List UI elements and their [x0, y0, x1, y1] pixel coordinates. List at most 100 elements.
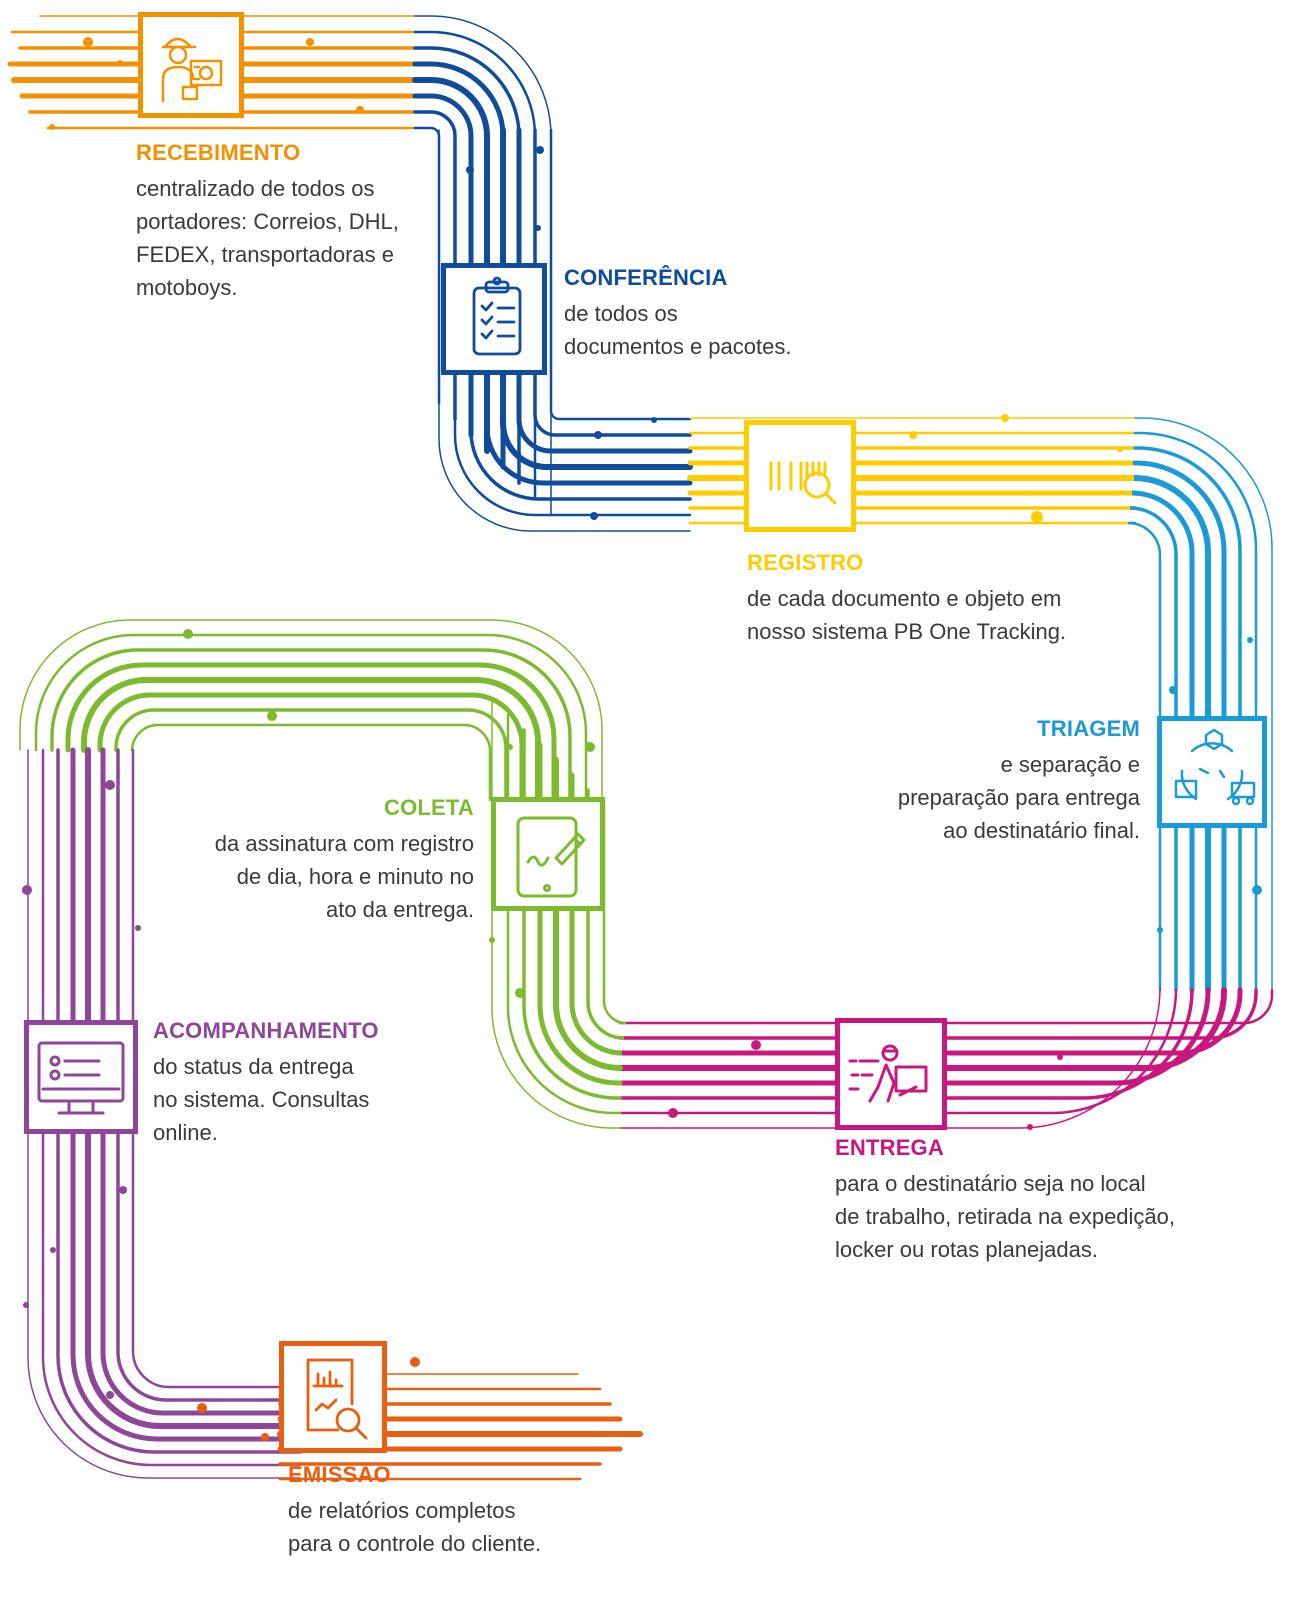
bundle-dot [119, 1186, 127, 1194]
bundle-dot [585, 742, 595, 752]
acompanhamento-line-bundle [85, 747, 303, 1429]
entrega-line-bundle [618, 988, 1178, 1115]
coleta-title: COLETA [383, 795, 474, 820]
sorting-cycle-icon [1174, 728, 1256, 806]
entrega-title: ENTREGA [835, 1135, 944, 1160]
bundle-dot [515, 988, 525, 998]
registro-line: nosso sistema PB One Tracking. [747, 619, 1067, 644]
recebimento-line: FEDEX, transportadoras e [136, 242, 395, 267]
acompanhamento-line-bundle [116, 748, 302, 1402]
coleta-line-bundle [19, 619, 603, 801]
coleta-line-bundle [50, 648, 572, 802]
conferencia-line-bundle [412, 61, 506, 470]
conferencia-line-bundle [438, 129, 691, 532]
coleta-line-bundle [491, 699, 621, 1129]
bundle-dot [1169, 686, 1177, 694]
bundle-dot [1001, 414, 1009, 422]
bundle-dot [751, 1040, 761, 1050]
triagem-line-bundle [1133, 431, 1258, 992]
coleta-line-bundle [553, 757, 623, 1071]
emissao-box [279, 1341, 387, 1453]
acompanhamento-title: ACOMPANHAMENTO [153, 1018, 379, 1043]
triagem-line: ao destinatário final. [943, 818, 1140, 843]
acompanhamento-line: online. [153, 1120, 218, 1145]
bundle-dot [83, 37, 93, 47]
recebimento-line: motoboys. [136, 275, 238, 300]
bundle-dot [50, 1247, 56, 1253]
entrega-line-bundle [619, 987, 1161, 1129]
coleta-line-bundle [81, 677, 541, 803]
bundle-dot [23, 1302, 29, 1308]
acompanhamento-caption: ACOMPANHAMENTO do status da entrega no s… [153, 1018, 433, 1149]
bundle-dot [1027, 1124, 1033, 1130]
coleta-line-bundle [506, 713, 622, 1115]
delivery-person-icon [848, 1044, 928, 1103]
monitor-status-icon [37, 1041, 125, 1115]
conferencia-caption: CONFERÊNCIA de todos os documentos e pac… [564, 265, 844, 363]
triagem-line-bundle [1133, 446, 1242, 992]
coleta-line-bundle [537, 742, 623, 1086]
conferencia-box [441, 263, 547, 375]
acompanhamento-line-bundle [41, 748, 302, 1467]
conferencia-line-bundle [516, 127, 693, 454]
registro-title: REGISTRO [747, 550, 864, 575]
coleta-line: de dia, hora e minuto no [236, 864, 474, 889]
bundle-dot [1157, 927, 1163, 933]
conferencia-line-bundle [484, 127, 693, 486]
report-search-icon [306, 1358, 368, 1440]
conferencia-line-bundle [500, 127, 693, 470]
triagem-line-bundle [1134, 417, 1273, 991]
bundle-dot [49, 124, 55, 130]
coleta-line-bundle [34, 633, 588, 802]
conferencia-line-bundle [533, 128, 692, 437]
triagem-line: e separação e [1000, 752, 1140, 777]
entrega-line: locker ou rotas planejadas. [835, 1237, 1098, 1262]
bundle-dot [117, 60, 123, 66]
entrega-box [835, 1018, 947, 1130]
bundle-dot [466, 166, 474, 174]
coleta-line-bundle [114, 708, 508, 802]
bundle-dot [183, 629, 193, 639]
triagem-caption: TRIAGEM e separação e preparação para en… [840, 716, 1140, 847]
acompanhamento-line: do status da entrega [153, 1054, 354, 1079]
triagem-line-bundle [1129, 506, 1178, 992]
triagem-line-bundle [1132, 475, 1211, 993]
bundle-dot [536, 146, 544, 154]
conferencia-line-bundle [469, 128, 692, 501]
acompanhamento-line-bundle [56, 748, 302, 1454]
conferencia-line-bundle [414, 15, 552, 516]
acompanhamento-line: no sistema. Consultas [153, 1087, 370, 1112]
conferencia-line: documentos e pacotes. [564, 334, 792, 359]
conferencia-line-bundle [413, 46, 521, 485]
triagem-line: preparação para entrega [897, 785, 1140, 810]
coleta-line-bundle [586, 788, 625, 1040]
triagem-line-bundle [1131, 490, 1195, 993]
coleta-line: ato da entrega. [325, 897, 474, 922]
coleta-line: da assinatura com registro [214, 831, 474, 856]
conferencia-line-bundle [549, 128, 692, 421]
entrega-line-bundle [617, 987, 1227, 1071]
acompanhamento-line-bundle [27, 749, 301, 1479]
bundle-dot [909, 431, 917, 439]
bundle-dot [1117, 446, 1123, 452]
registro-box [744, 420, 856, 532]
coleta-line-bundle [65, 662, 557, 803]
acompanhamento-line-bundle [70, 747, 303, 1442]
bundle-dot [356, 106, 364, 114]
bundle-dot [1031, 511, 1043, 523]
conferencia-title: CONFERÊNCIA [564, 265, 728, 290]
barcode-search-icon [769, 461, 837, 505]
courier-icon [161, 37, 223, 103]
clipboard-checklist-icon [472, 276, 522, 356]
bundle-dot [261, 1433, 269, 1441]
bundle-dot [668, 1108, 678, 1118]
triagem-line-bundle [1127, 521, 1162, 992]
conferencia-line-bundle [413, 30, 537, 501]
bundle-dot [1247, 637, 1253, 643]
triagem-title: TRIAGEM [1037, 716, 1140, 741]
bundle-dot [306, 38, 314, 46]
entrega-line-bundle [618, 988, 1274, 1025]
bundle-dot [105, 780, 115, 790]
